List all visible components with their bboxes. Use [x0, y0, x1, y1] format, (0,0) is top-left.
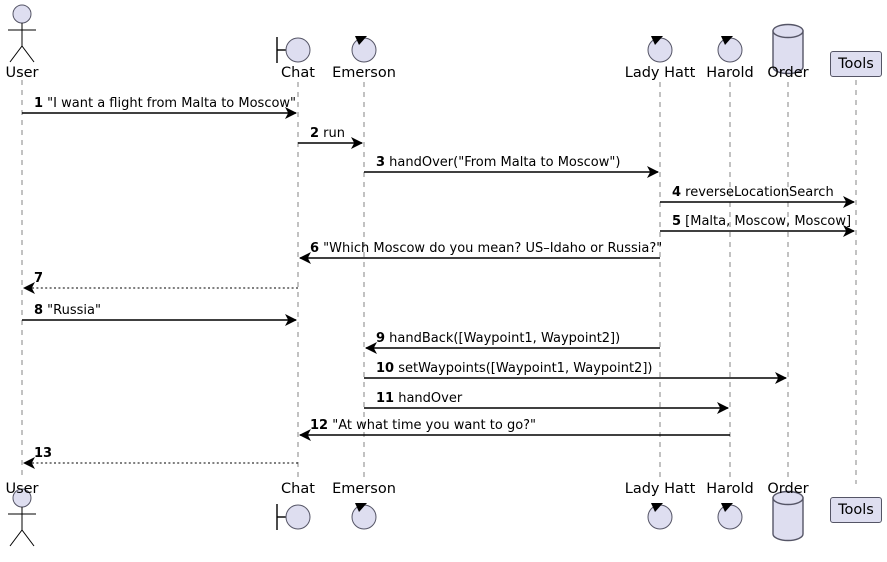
control-icon	[647, 36, 673, 63]
message-number-5: 5	[672, 214, 682, 229]
boundary-icon	[276, 37, 311, 63]
message-label-5: 5 [Malta, Moscow, Moscow]	[672, 215, 851, 228]
message-label-9: 9 handBack([Waypoint1, Waypoint2])	[376, 332, 620, 345]
participant-label-ladyhatt-bottom: Lady Hatt	[624, 481, 696, 497]
message-label-6: 6 "Which Moscow do you mean? US–Idaho or…	[310, 242, 662, 255]
message-text-8: "Russia"	[43, 303, 101, 318]
participant-label-order: Order	[767, 65, 809, 81]
message-number-4: 4	[672, 185, 682, 200]
message-number-3: 3	[376, 155, 386, 170]
participant-label-emerson-bottom: Emerson	[332, 481, 396, 497]
message-number-6: 6	[310, 241, 320, 256]
message-number-7: 7	[34, 271, 44, 286]
control-icon	[647, 503, 673, 530]
message-number-13: 13	[34, 446, 53, 461]
message-label-10: 10 setWaypoints([Waypoint1, Waypoint2])	[376, 362, 652, 375]
message-label-11: 11 handOver	[376, 392, 462, 405]
participant-node-tools-bottom: Tools	[830, 497, 882, 523]
message-label-8: 8 "Russia"	[34, 304, 101, 317]
message-text-5: [Malta, Moscow, Moscow]	[681, 214, 852, 229]
message-text-1: "I want a flight from Malta to Moscow"	[43, 96, 297, 111]
participant-label-chat-bottom: Chat	[281, 481, 315, 497]
database-cylinder-icon	[772, 23, 804, 75]
message-label-3: 3 handOver("From Malta to Moscow")	[376, 156, 620, 169]
participant-label-emerson: Emerson	[332, 65, 396, 81]
message-label-2: 2 run	[310, 127, 345, 140]
message-text-3: handOver("From Malta to Moscow")	[385, 155, 621, 170]
participant-label-user-bottom: User	[5, 481, 39, 497]
message-text-12: "At what time you want to go?"	[328, 418, 537, 433]
message-label-1: 1 "I want a flight from Malta to Moscow"	[34, 97, 296, 110]
message-number-9: 9	[376, 331, 386, 346]
message-text-6: "Which Moscow do you mean? US–Idaho or R…	[319, 241, 663, 256]
control-icon	[351, 36, 377, 63]
participant-label-order-bottom: Order	[767, 481, 809, 497]
actor-stick-figure-icon	[8, 4, 36, 63]
participant-label-harold-bottom: Harold	[706, 481, 754, 497]
message-number-10: 10	[376, 361, 395, 376]
message-number-11: 11	[376, 391, 395, 406]
message-number-12: 12	[310, 418, 329, 433]
message-label-7: 7	[34, 272, 43, 285]
database-cylinder-icon	[772, 490, 804, 542]
participant-label-chat: Chat	[281, 65, 315, 81]
actor-stick-figure-icon	[8, 488, 36, 547]
control-icon	[351, 503, 377, 530]
message-number-2: 2	[310, 126, 320, 141]
message-text-11: handOver	[394, 391, 463, 406]
message-label-13: 13	[34, 447, 52, 460]
message-number-1: 1	[34, 96, 44, 111]
message-label-12: 12 "At what time you want to go?"	[310, 419, 536, 432]
participant-node-tools: Tools	[830, 51, 882, 77]
control-icon	[717, 36, 743, 63]
message-text-10: setWaypoints([Waypoint1, Waypoint2])	[394, 361, 653, 376]
message-label-4: 4 reverseLocationSearch	[672, 186, 834, 199]
participant-label-user: User	[5, 65, 39, 81]
participant-label-ladyhatt: Lady Hatt	[624, 65, 696, 81]
message-text-4: reverseLocationSearch	[681, 185, 834, 200]
message-number-8: 8	[34, 303, 44, 318]
message-text-9: handBack([Waypoint1, Waypoint2])	[385, 331, 621, 346]
control-icon	[717, 503, 743, 530]
participant-label-harold: Harold	[706, 65, 754, 81]
boundary-icon	[276, 504, 311, 530]
message-text-2: run	[319, 126, 346, 141]
